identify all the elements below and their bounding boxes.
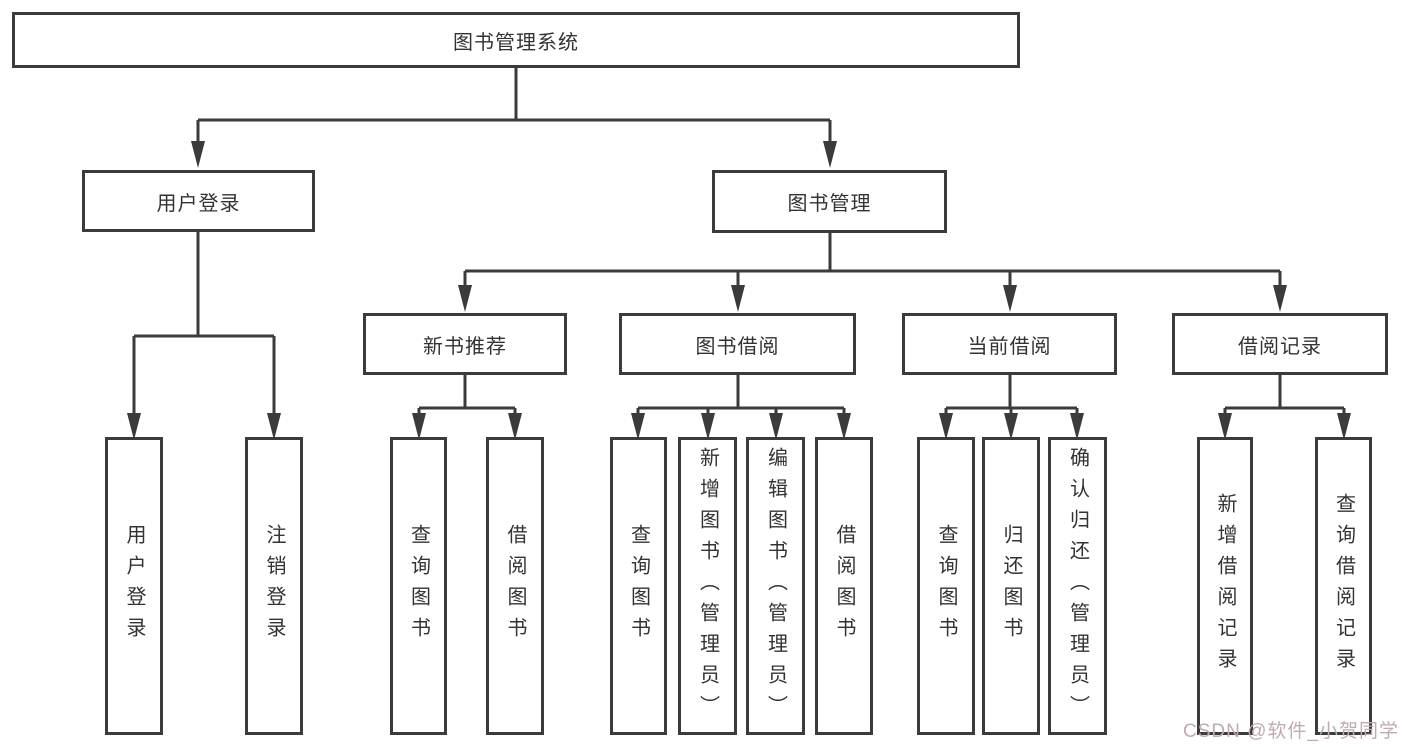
node-leaf-add-book-admin: 新增图书（管理员） [678,437,737,735]
node-leaf-logout: 注销登录 [245,437,303,735]
csdn-watermark: CSDN @软件_小贺同学 [1183,721,1399,742]
node-user-login: 用户登录 [82,170,315,232]
node-label: 用户登录 [156,192,241,215]
node-label: 借阅图书 [833,524,855,648]
node-label: 新增借阅记录 [1214,493,1236,679]
node-label: 当前借阅 [967,335,1052,358]
node-label: 查询图书 [407,524,430,648]
node-leaf-user-login: 用户登录 [105,437,163,735]
node-book-management: 图书管理 [712,170,947,233]
node-label: 图书管理系统 [453,31,579,54]
node-leaf-query-books-borrow: 查询图书 [610,437,667,735]
node-label: 查询图书 [627,524,650,648]
node-label: 新书推荐 [423,335,507,358]
node-label: 新增图书（管理员） [696,446,719,726]
node-leaf-confirm-return-admin: 确认归还（管理员） [1048,437,1107,735]
node-new-book-recommendation: 新书推荐 [363,313,567,375]
node-label: 归还图书 [1000,524,1022,648]
node-leaf-query-borrow-record: 查询借阅记录 [1315,437,1372,735]
node-current-borrowing: 当前借阅 [902,313,1117,375]
node-library-management-system: 图书管理系统 [12,12,1020,68]
node-leaf-return-books: 归还图书 [982,437,1040,735]
node-borrowing-records: 借阅记录 [1172,313,1388,375]
node-book-borrowing: 图书借阅 [619,313,856,375]
node-leaf-query-books-current: 查询图书 [917,437,975,735]
node-label: 用户登录 [123,524,145,648]
node-leaf-borrow-books: 借阅图书 [815,437,873,735]
node-label: 图书管理 [787,193,872,215]
node-label: 查询图书 [935,524,957,648]
node-label: 借阅记录 [1238,335,1322,358]
node-label: 查询借阅记录 [1332,493,1355,679]
node-label: 编辑图书（管理员） [764,446,787,726]
node-leaf-query-books-recommend: 查询图书 [390,437,447,735]
node-leaf-borrow-books-recommend: 借阅图书 [486,437,544,735]
node-leaf-add-borrow-record: 新增借阅记录 [1197,437,1253,735]
node-leaf-edit-book-admin: 编辑图书（管理员） [746,437,805,735]
node-label: 借阅图书 [504,524,526,648]
node-label: 确认归还（管理员） [1066,446,1089,726]
node-label: 注销登录 [263,524,285,648]
node-label: 图书借阅 [695,335,780,358]
